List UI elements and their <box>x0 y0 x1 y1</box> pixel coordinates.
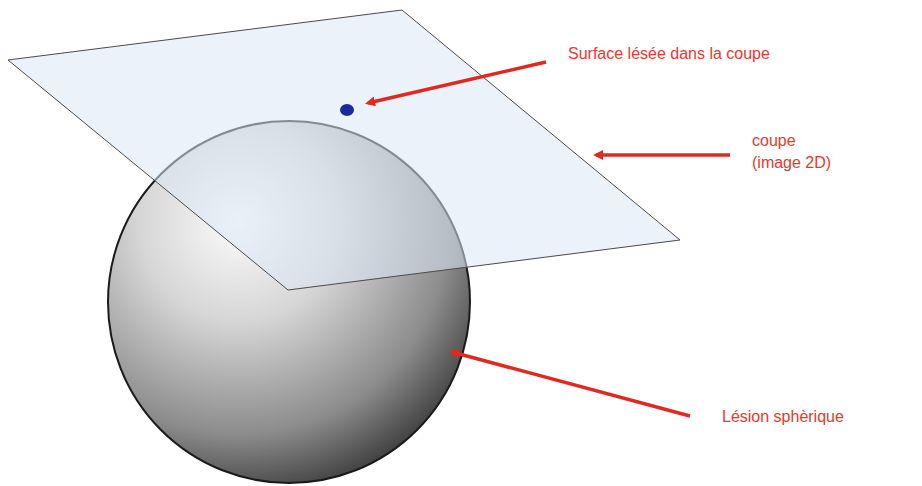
pointer-arrow <box>596 153 730 157</box>
annotation-label: coupe (image 2D) <box>752 130 834 173</box>
pointer-arrow <box>368 62 546 103</box>
annotation-label: Lésion sphèrique <box>722 406 912 428</box>
pointer-arrow <box>452 352 690 416</box>
lesion-surface-dot <box>340 104 354 116</box>
annotation-label: Surface lésée dans la coupe <box>568 43 908 65</box>
